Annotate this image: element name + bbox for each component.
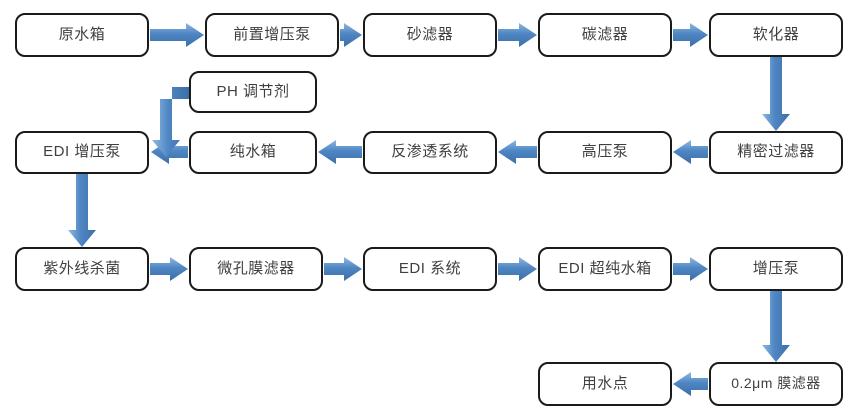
node-ro-system[interactable]: 反渗透系统: [363, 131, 497, 174]
arrow-membrane-filter-02-to-water-use-point: [673, 372, 708, 396]
arrow-carbon-filter-to-softener: [673, 23, 708, 47]
node-label: 用水点: [581, 374, 629, 392]
node-label: PH 调节剂: [216, 82, 290, 100]
arrow-pure-water-tank-to-edi-booster-pump: [151, 140, 188, 164]
arrow-micropore-filter-to-edi-system: [324, 257, 362, 281]
arrow-uv-sterilizer-to-micropore-filter: [150, 257, 188, 281]
node-edi-ultrapure-tank[interactable]: EDI 超纯水箱: [538, 247, 672, 291]
arrow-high-pressure-pump-to-ro-system: [498, 140, 537, 164]
node-softener[interactable]: 软化器: [709, 13, 843, 57]
node-label: 精密过滤器: [737, 143, 815, 161]
node-label: 纯水箱: [229, 143, 277, 161]
node-pure-water-tank[interactable]: 纯水箱: [189, 131, 317, 174]
node-booster-pump[interactable]: 增压泵: [709, 247, 843, 291]
node-label: 反渗透系统: [391, 143, 469, 161]
arrow-edi-booster-pump-to-uv-sterilizer: [68, 174, 96, 247]
node-raw-water-tank[interactable]: 原水箱: [15, 13, 149, 57]
node-label: 高压泵: [581, 143, 629, 161]
node-label: 碳滤器: [581, 25, 629, 43]
arrow-sand-filter-to-carbon-filter: [498, 23, 537, 47]
node-label: 原水箱: [58, 25, 106, 43]
node-label: 紫外线杀菌: [43, 259, 121, 277]
node-membrane-filter-02[interactable]: 0.2μm 膜滤器: [709, 362, 843, 406]
arrow-booster-pump-to-membrane-filter-02: [762, 291, 790, 362]
arrow-ph-adjuster-to-pure-water-tank: [152, 87, 189, 157]
node-edi-booster-pump[interactable]: EDI 增压泵: [15, 131, 149, 174]
arrow-edi-ultrapure-tank-to-booster-pump: [673, 257, 708, 281]
arrow-ro-system-to-pure-water-tank: [318, 140, 362, 164]
node-precision-filter[interactable]: 精密过滤器: [709, 131, 843, 174]
node-label: 软化器: [752, 25, 800, 43]
arrow-softener-to-precision-filter: [762, 57, 790, 131]
node-carbon-filter[interactable]: 碳滤器: [538, 13, 672, 57]
node-label: 0.2μm 膜滤器: [731, 375, 821, 392]
node-uv-sterilizer[interactable]: 紫外线杀菌: [15, 247, 149, 291]
node-label: EDI 增压泵: [43, 143, 121, 161]
node-label: EDI 超纯水箱: [558, 259, 652, 277]
node-high-pressure-pump[interactable]: 高压泵: [538, 131, 672, 174]
arrow-raw-water-tank-to-pre-booster-pump: [150, 23, 204, 47]
arrow-pre-booster-pump-to-sand-filter: [340, 23, 362, 47]
node-label: 砂滤器: [406, 25, 454, 43]
node-ph-adjuster[interactable]: PH 调节剂: [189, 71, 317, 113]
node-label: 微孔膜滤器: [217, 259, 295, 277]
arrow-precision-filter-to-high-pressure-pump: [673, 140, 708, 164]
node-water-use-point[interactable]: 用水点: [538, 362, 672, 406]
node-label: EDI 系统: [398, 259, 462, 277]
node-pre-booster-pump[interactable]: 前置增压泵: [205, 13, 339, 57]
node-label: 前置增压泵: [233, 25, 311, 43]
node-edi-system[interactable]: EDI 系统: [363, 247, 497, 291]
node-sand-filter[interactable]: 砂滤器: [363, 13, 497, 57]
node-micropore-filter[interactable]: 微孔膜滤器: [189, 247, 323, 291]
arrow-edi-system-to-edi-ultrapure-tank: [498, 257, 537, 281]
node-label: 增压泵: [752, 259, 800, 277]
